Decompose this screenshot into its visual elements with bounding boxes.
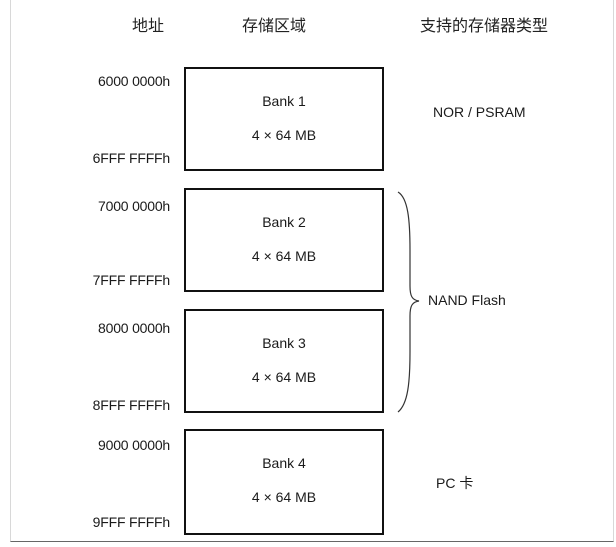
bank2-end-address: 7FFF FFFFh	[92, 272, 171, 288]
bank3-name: Bank 3	[262, 335, 306, 351]
bank1-name: Bank 1	[262, 93, 306, 109]
bank4-box: Bank 4 4 × 64 MB	[184, 429, 384, 535]
bank2-name: Bank 2	[262, 214, 306, 230]
bank1-start-address: 6000 0000h	[98, 73, 170, 89]
bleed-mark-3: ▂	[290, 538, 300, 547]
memory-type-nand-flash: NAND Flash	[428, 292, 506, 308]
bleed-mark-2: ▂▂▂	[210, 538, 240, 547]
memory-type-pc-card: PC 卡	[436, 475, 474, 491]
header-memory-type: 支持的存储器类型	[420, 16, 549, 35]
bank2-start-address: 7000 0000h	[98, 198, 170, 214]
figure-frame	[10, 0, 614, 542]
bleed-mark-1: ▂▂	[120, 538, 140, 547]
bank3-start-address: 8000 0000h	[98, 320, 170, 336]
memory-type-nor-psram: NOR / PSRAM	[433, 104, 526, 120]
header-region: 存储区域	[242, 16, 307, 35]
bank3-size: 4 × 64 MB	[251, 369, 317, 385]
bank4-name: Bank 4	[262, 455, 306, 471]
bank1-size: 4 × 64 MB	[251, 127, 317, 143]
curly-brace-icon	[397, 191, 420, 413]
bank1-end-address: 6FFF FFFFh	[92, 150, 171, 166]
header-address: 地址	[132, 16, 165, 35]
bank4-end-address: 9FFF FFFFh	[92, 514, 171, 530]
bank3-end-address: 8FFF FFFFh	[92, 397, 171, 413]
bank2-box: Bank 2 4 × 64 MB	[184, 188, 384, 292]
bank2-size: 4 × 64 MB	[251, 248, 317, 264]
bank3-box: Bank 3 4 × 64 MB	[184, 309, 384, 413]
bank4-size: 4 × 64 MB	[251, 489, 317, 505]
bank4-start-address: 9000 0000h	[98, 437, 170, 453]
bank1-box: Bank 1 4 × 64 MB	[184, 67, 384, 171]
